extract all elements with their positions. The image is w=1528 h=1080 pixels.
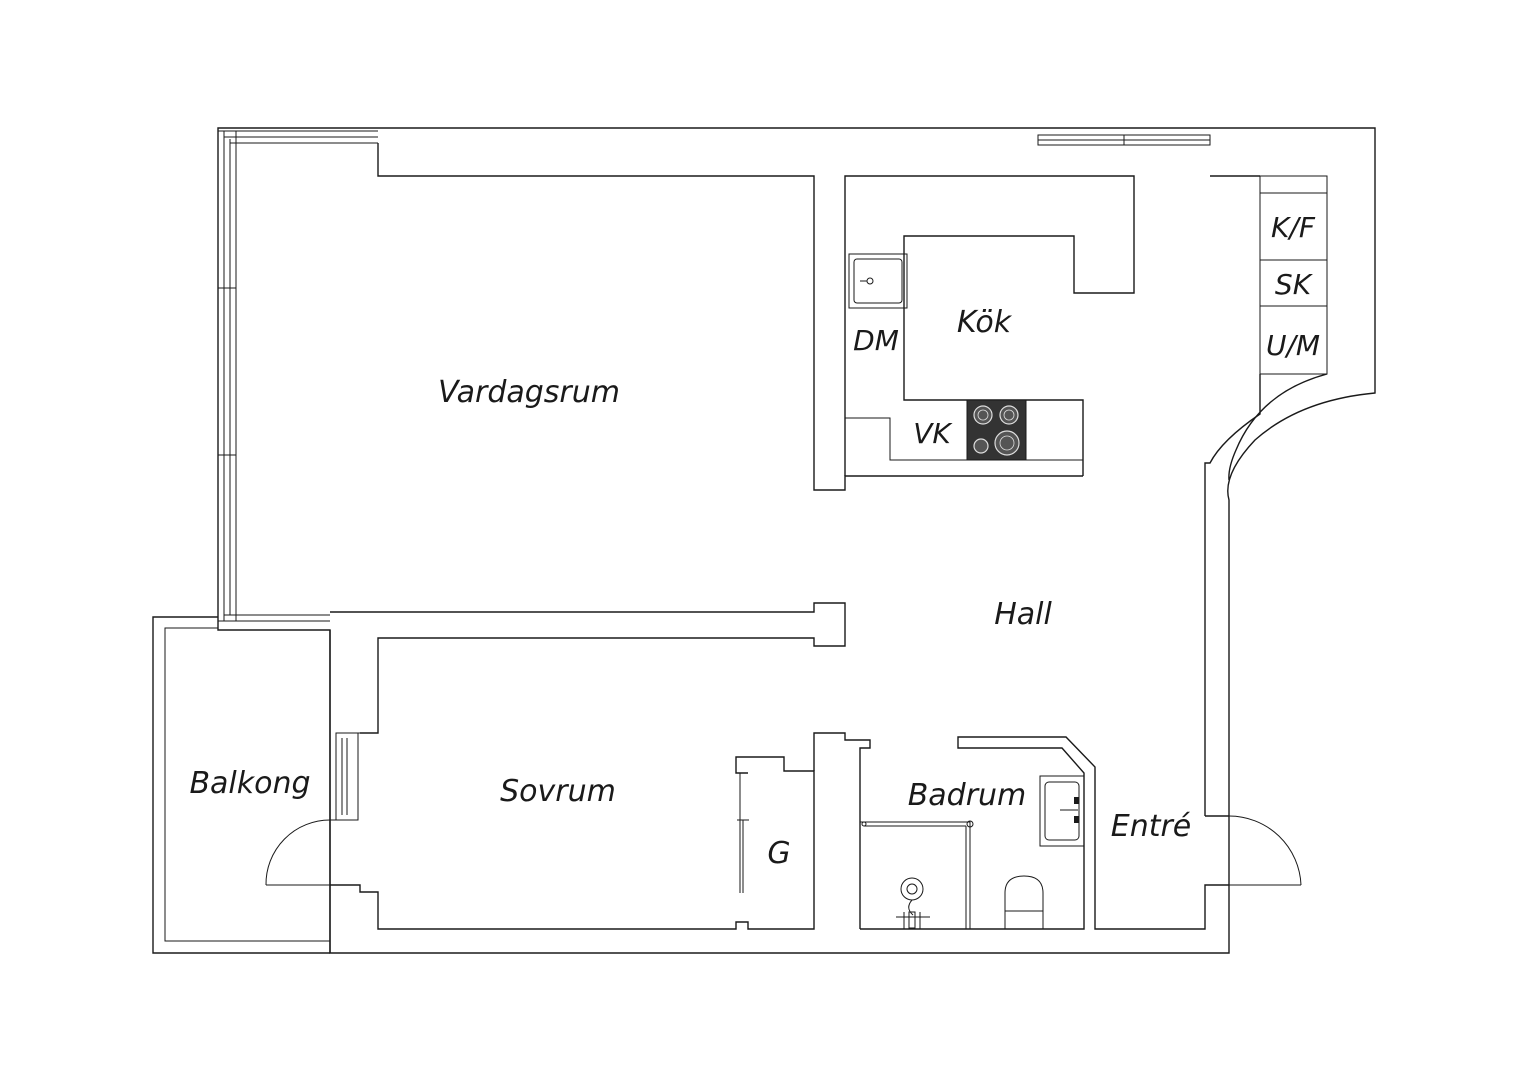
label-balkong: Balkong — [189, 766, 310, 801]
label-vk: VK — [913, 417, 953, 450]
label-um: U/M — [1266, 329, 1320, 362]
kitchen-walls — [844, 175, 1260, 476]
label-vardagsrum: Vardagsrum — [438, 375, 620, 410]
bathroom-sink — [1039, 775, 1085, 847]
label-badrum: Badrum — [908, 778, 1027, 813]
shower — [896, 877, 930, 929]
kitchen-sink — [848, 253, 908, 309]
label-sk: SK — [1275, 268, 1314, 301]
label-sovrum: Sovrum — [500, 774, 616, 809]
balcony-door — [265, 819, 331, 886]
label-kf: K/F — [1271, 211, 1316, 244]
label-garderob: G — [767, 836, 790, 871]
kitchen-cabinets — [1204, 175, 1328, 816]
entrance-door — [1205, 815, 1302, 886]
label-entre: Entré — [1111, 809, 1192, 844]
bedroom-walls — [330, 732, 871, 930]
label-hall: Hall — [994, 597, 1052, 632]
living-room-window — [217, 130, 378, 622]
exterior-wall — [217, 127, 1376, 954]
label-dm: DM — [853, 324, 899, 357]
kitchen-window — [1037, 134, 1211, 146]
stove — [966, 399, 1027, 461]
balcony — [152, 616, 378, 954]
toilet — [1004, 875, 1044, 929]
label-kok: Kök — [957, 305, 1013, 340]
